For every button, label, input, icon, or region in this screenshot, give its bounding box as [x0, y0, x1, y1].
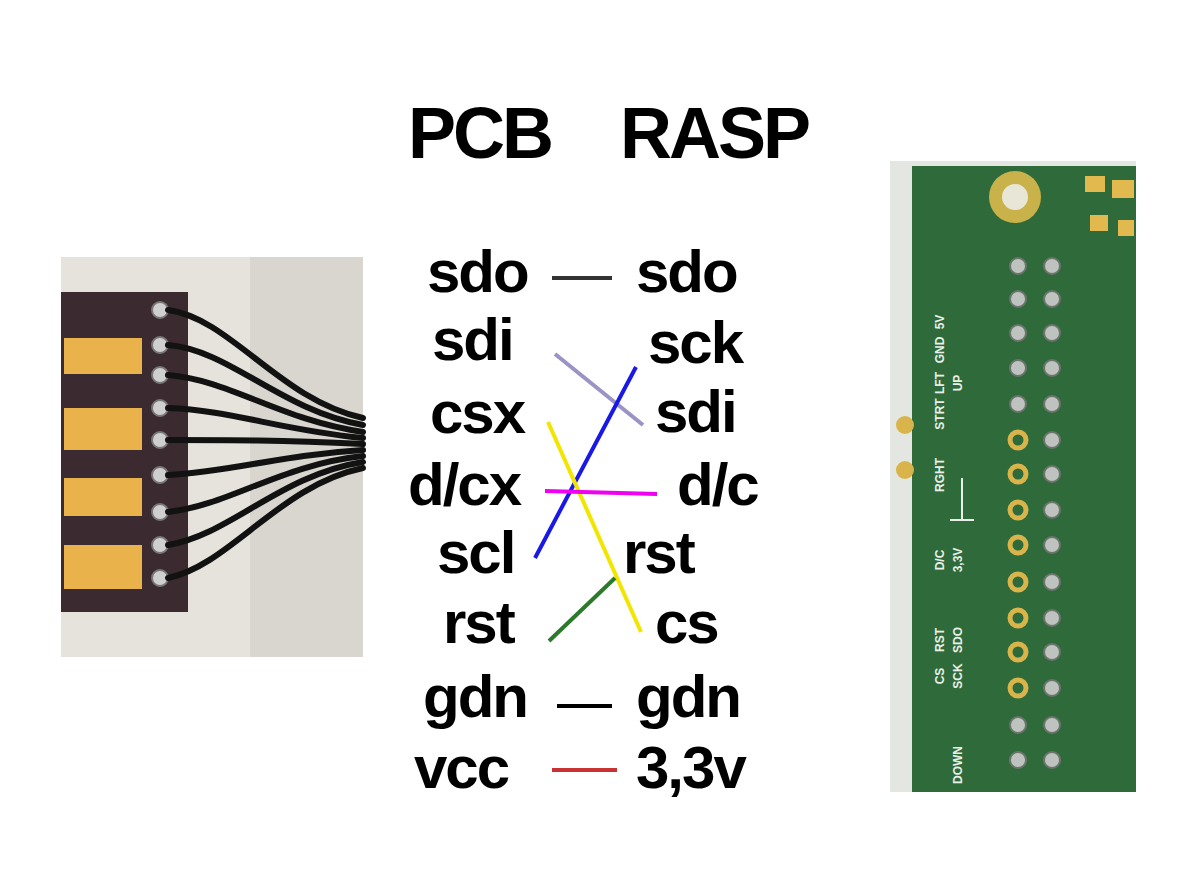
pin-name: gdn [423, 667, 527, 727]
pin-name: csx [430, 383, 524, 443]
wire-vcc [552, 768, 617, 772]
pin-name: sdo [427, 242, 528, 302]
silkscreen-text: GND [933, 337, 947, 364]
silkscreen-text: 5V [933, 315, 947, 330]
silkscreen-text: 3,3V [951, 548, 965, 573]
wire-sdo [552, 276, 612, 280]
pin-name: d/c [677, 455, 758, 515]
wire-gnd [557, 704, 612, 708]
pin-name: sck [648, 313, 742, 373]
silkscreen-text: LFT [933, 372, 947, 394]
wire-rst [549, 578, 615, 641]
silkscreen-text: CS [933, 668, 947, 685]
silkscreen-text: RGHT [933, 458, 947, 492]
pin-name: d/cx [408, 455, 520, 515]
pin-name: rst [443, 593, 514, 653]
pin-name: cs [655, 593, 718, 653]
silkscreen-text: STRT [933, 398, 947, 429]
column-heading: RASP [620, 97, 808, 169]
column-heading: PCB [408, 97, 551, 169]
pin-name: vcc [414, 738, 508, 798]
silkscreen-text: RST [933, 628, 947, 652]
pin-name: rst [623, 523, 694, 583]
silkscreen-text: D/C [933, 550, 947, 571]
silkscreen-text: SCK [951, 663, 965, 688]
silkscreen-text: UP [951, 375, 965, 392]
pin-name: 3,3v [636, 738, 745, 798]
wire-dc [545, 491, 657, 494]
pin-name: scl [437, 523, 514, 583]
wire-sdi [555, 354, 643, 425]
silkscreen-text: DOWN [951, 746, 965, 784]
pin-name: gdn [636, 667, 740, 727]
raspberry-photo [890, 161, 1136, 792]
pin-name: sdo [636, 242, 737, 302]
wire-sck [535, 367, 636, 558]
silkscreen-text: SDO [951, 627, 965, 653]
pcb-photo [61, 257, 363, 657]
pin-name: sdi [655, 382, 736, 442]
pin-name: sdi [432, 310, 513, 370]
